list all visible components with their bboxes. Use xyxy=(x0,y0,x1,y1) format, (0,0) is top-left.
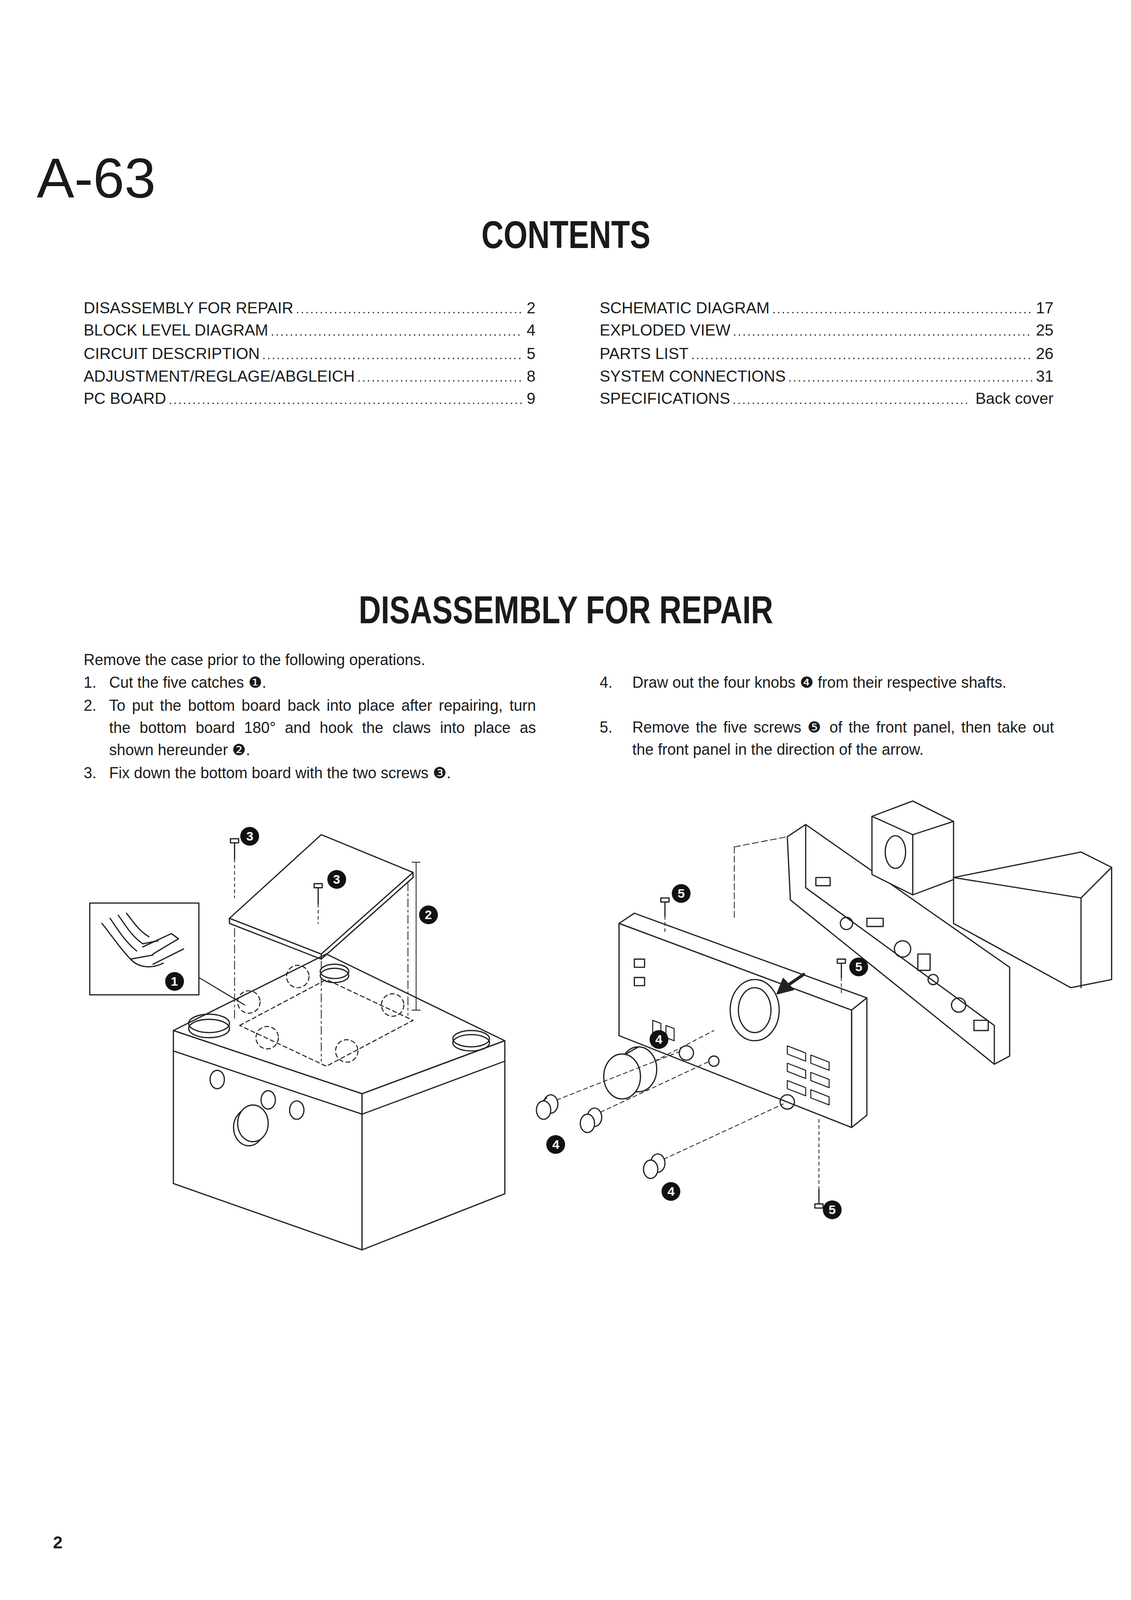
step-number: 1. xyxy=(83,671,97,694)
callout-number: 4 xyxy=(649,1029,669,1049)
model-title: A-63 xyxy=(36,146,156,211)
section-heading: CONTENTS xyxy=(481,213,651,257)
dot-leader xyxy=(297,311,523,314)
callout-number: 4 xyxy=(546,1134,566,1154)
dot-leader xyxy=(734,402,972,405)
toc-entry: DISASSEMBLY FOR REPAIR xyxy=(83,298,294,318)
page-number: 2 xyxy=(526,298,536,318)
callout-number: 3 xyxy=(240,826,260,846)
step-number: 5. xyxy=(599,716,613,739)
section-heading: DISASSEMBLY FOR REPAIR xyxy=(358,588,774,632)
page-number: 8 xyxy=(526,367,536,386)
callout-number: 5 xyxy=(849,957,869,977)
amplifier-body xyxy=(173,953,505,1250)
page-number: 31 xyxy=(1035,367,1054,386)
toc-entry: SYSTEM CONNECTIONS xyxy=(599,367,786,386)
direction-arrow xyxy=(777,974,804,994)
step-number: 4. xyxy=(599,671,613,694)
instruction-text: Fix down the bottom board with the two s… xyxy=(109,761,537,785)
toc-entry: CIRCUIT DESCRIPTION xyxy=(83,344,260,364)
page-number: 4 xyxy=(526,320,536,340)
toc-entry: PC BOARD xyxy=(83,389,167,409)
dot-leader xyxy=(789,380,1032,382)
toc-entry: EXPLODED VIEW xyxy=(599,320,731,340)
catch-inset xyxy=(89,902,245,1005)
page-number: 26 xyxy=(1035,344,1054,364)
toc-entry: BLOCK LEVEL DIAGRAM xyxy=(83,320,269,340)
toc-entry: SPECIFICATIONS xyxy=(599,389,731,409)
instruction-text: Draw out the four knobs ❹ from their res… xyxy=(632,671,1055,694)
callout-number: 5 xyxy=(671,883,691,903)
dot-leader xyxy=(358,380,523,382)
page-number: 9 xyxy=(526,389,536,409)
knob xyxy=(536,1030,784,1178)
instruction-text: Cut the five catches ❶. xyxy=(109,671,537,694)
folio: 2 xyxy=(52,1531,63,1553)
step-number: 2. xyxy=(83,694,97,717)
bottom-board xyxy=(229,834,421,1061)
instruction-text: Remove the case prior to the following o… xyxy=(83,648,426,671)
dot-leader xyxy=(170,402,523,405)
dot-leader xyxy=(263,357,522,360)
callout-number: 3 xyxy=(327,869,347,889)
page-number: 17 xyxy=(1035,298,1054,318)
instruction-text: To put the bottom board back into place … xyxy=(109,694,537,761)
page-number: Back cover xyxy=(975,389,1054,409)
screw xyxy=(230,838,323,924)
toc-entry: ADJUSTMENT/REGLAGE/ABGLEICH xyxy=(83,367,355,386)
dot-leader xyxy=(773,311,1032,314)
callout-number: 4 xyxy=(661,1181,681,1201)
callout-number: 2 xyxy=(419,905,438,925)
instruction-text: Remove the five screws ❺ of the front pa… xyxy=(632,716,1055,761)
toc-entry: PARTS LIST xyxy=(599,344,689,364)
panel-screw xyxy=(660,897,846,1208)
callout-number: 1 xyxy=(165,971,184,991)
dot-leader xyxy=(272,334,523,336)
dot-leader xyxy=(692,357,1032,360)
bottom-board-opening xyxy=(237,964,414,1067)
step-number: 3. xyxy=(83,761,97,785)
page-number: 5 xyxy=(526,344,536,364)
page-number: 25 xyxy=(1035,320,1054,340)
front-panel xyxy=(618,912,867,1128)
dot-leader xyxy=(734,334,1032,336)
toc-entry: SCHEMATIC DIAGRAM xyxy=(599,298,770,318)
callout-number: 5 xyxy=(822,1200,842,1219)
